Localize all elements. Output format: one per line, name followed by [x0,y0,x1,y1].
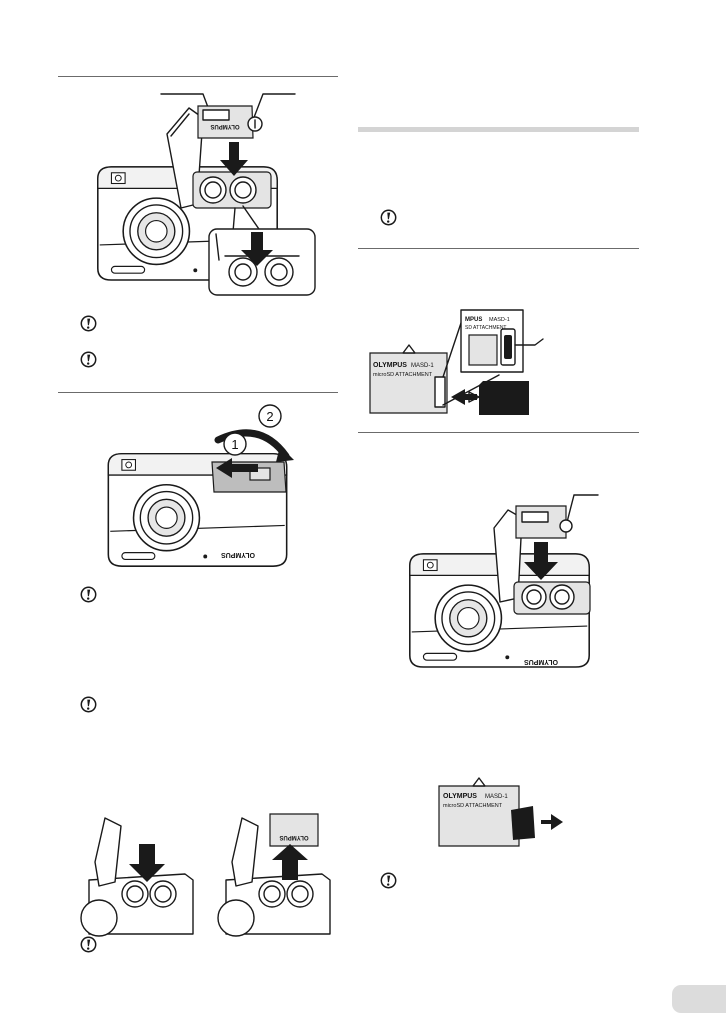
figure-push-card [80,817,194,937]
figure-microsd-attachment-insert: OLYMPUS MASD-1 microSD ATTACHMENT MPUS M… [369,309,544,415]
attachment-product-label: microSD ATTACHMENT [443,803,503,809]
section-divider [58,392,338,393]
ejected-card [269,813,319,847]
page-number-tab [672,985,726,1013]
callout-leader-line [252,93,296,121]
step-2-label: 2 [266,409,273,424]
camera-brand-label: OLYMPUS [221,551,255,558]
caution-note-icon [380,209,397,226]
microsd-card [511,806,535,840]
callout-leader-line [160,93,210,111]
figure-remove-microsd: OLYMPUS MASD-1 microSD ATTACHMENT [438,777,563,847]
attachment-model-label: MASD-1 [485,794,508,800]
remove-arrow-right [541,814,563,830]
insert-arrow-down [220,142,248,176]
closeup-model-label: MASD-1 [489,317,510,323]
caution-note-icon [80,351,97,368]
slide-arrow [216,458,258,478]
step-1-badge [223,432,247,456]
caution-note-icon [80,586,97,603]
caution-note-icon [80,315,97,332]
caution-note-icon [80,696,97,713]
attachment-brand-label: OLYMPUS [443,793,477,800]
callout-circle [559,519,573,533]
microsd-card [479,381,529,415]
attachment-brand-label: OLYMPUS [373,362,407,369]
attachment-product-label: microSD ATTACHMENT [373,372,433,378]
figure-insert-card-attachment: OLYMPUS [97,93,316,296]
eject-arrow-up [272,844,308,880]
card-brand-label: OLYMPUS [210,123,239,129]
ejected-card-brand-label: OLYMPUS [279,834,308,840]
attachment-model-label: MASD-1 [411,363,434,369]
step-1-label: 1 [231,437,238,452]
callout-leader-line [514,338,544,346]
figure-card-ejected: OLYMPUS [217,813,331,937]
closeup-product-label: SD ATTACHMENT [465,325,506,331]
insert-arrow-left [451,389,465,405]
figure-insert-attachment-camera: OLYMPUS [409,494,599,668]
microsd-attachment [369,352,448,414]
insert-arrow-down [524,542,558,580]
step-2-badge [258,404,282,428]
closeup-brand-label: MPUS [465,317,482,323]
caution-note-icon [380,872,397,889]
section-divider [358,432,639,433]
section-divider [58,76,338,77]
figure-close-cover: 1 2 OLYMPUS [107,404,294,567]
section-band [358,127,639,132]
caution-note-icon [80,936,97,953]
section-divider [358,248,639,249]
push-arrow-down [129,844,165,882]
camera-brand-label: OLYMPUS [524,658,558,665]
